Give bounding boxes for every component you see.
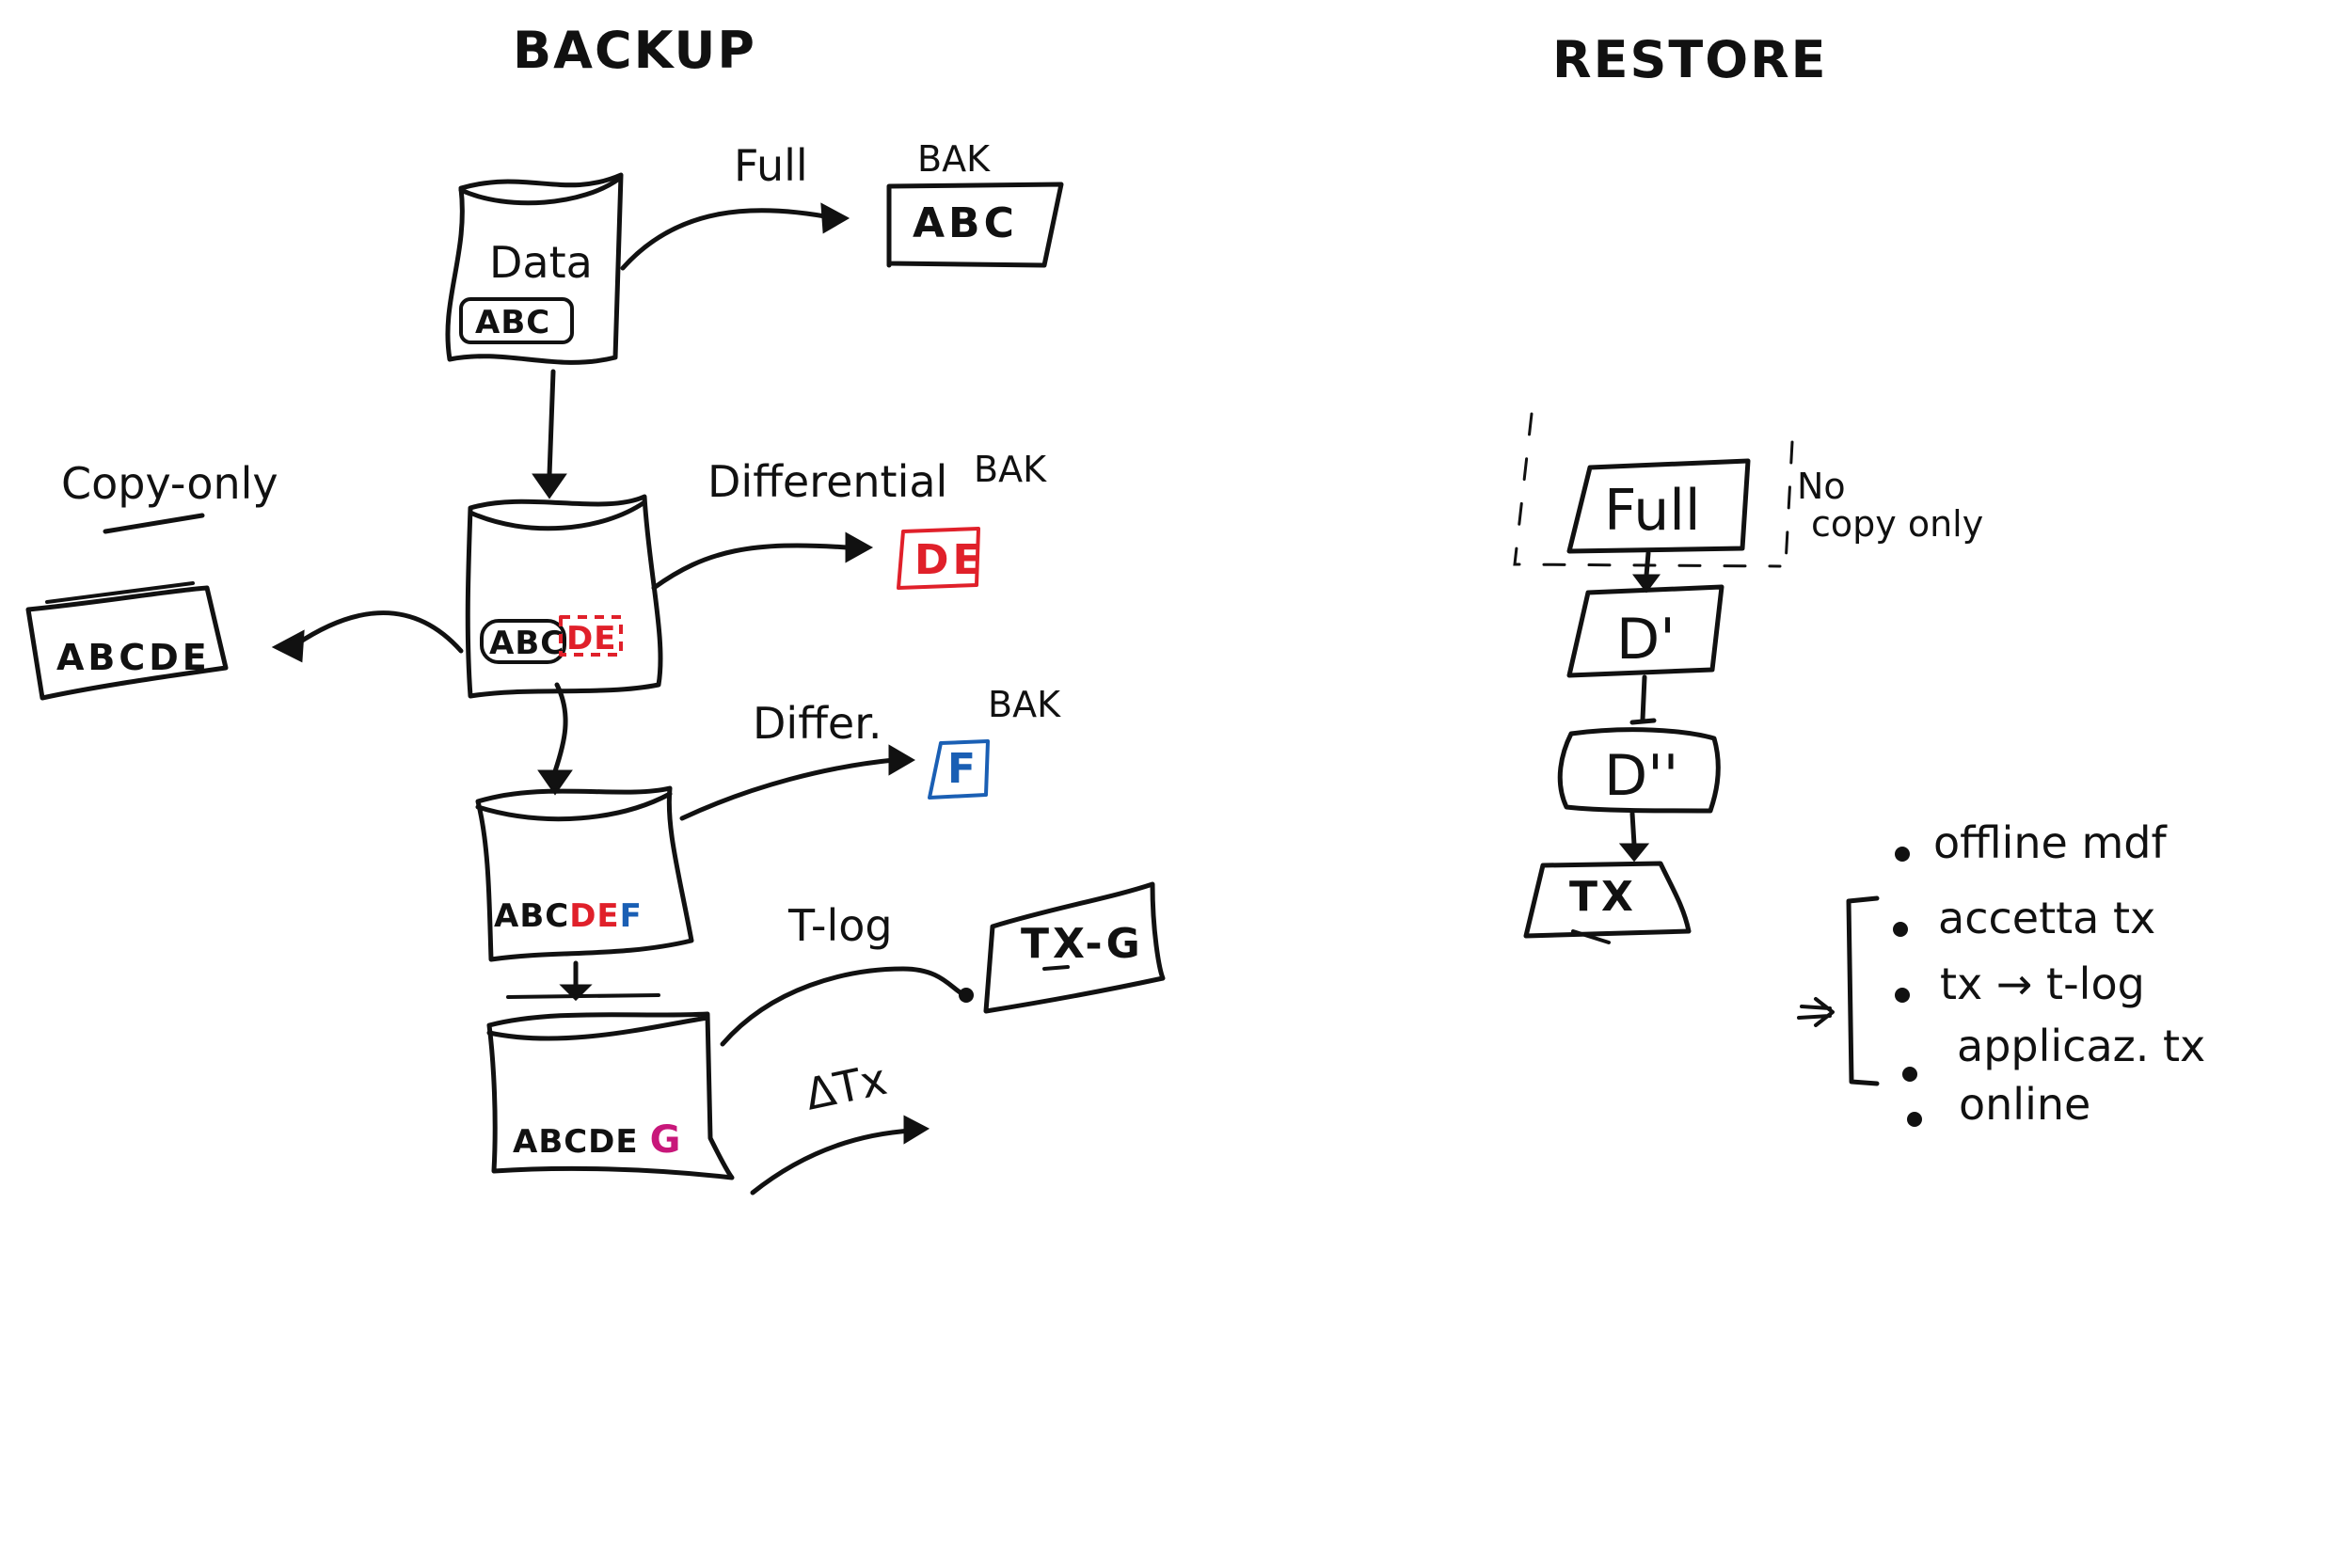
arrow-head	[820, 202, 850, 234]
arrow-head	[537, 769, 573, 796]
restore-full-text: Full	[1604, 478, 1701, 544]
db3-blue: F	[620, 897, 643, 935]
no-copy-only-line-1: No	[1797, 466, 1846, 507]
full-bak-box-text: ABC	[913, 199, 1018, 247]
bullet-icon	[1895, 988, 1910, 1003]
delta-tx-arrow	[750, 1128, 915, 1196]
restore-diff1-box: D'	[1566, 584, 1724, 678]
arrow-head	[903, 1115, 930, 1145]
restore-title: RESTORE	[1552, 30, 1828, 89]
database-3: ABCDEF	[475, 785, 694, 962]
restore-full-region	[1513, 412, 1794, 568]
copy-only-box-text: ABCDE	[56, 637, 211, 678]
arrow-head	[1632, 574, 1661, 594]
bak-label-2: BAK	[974, 449, 1047, 490]
restore-steps-list: offline mdf accetta tx tx → t-log applic…	[1797, 817, 2205, 1130]
step-2: accetta tx	[1938, 893, 2155, 943]
bak-label-3: BAK	[988, 684, 1061, 725]
database-4: ABCDE G	[486, 993, 735, 1180]
db2-content-red: DE	[566, 620, 616, 657]
copy-only-underline	[103, 513, 205, 534]
restore-tx-box: TX	[1523, 861, 1692, 944]
db4-content: ABCDE G	[513, 1118, 681, 1162]
bullet-icon	[1893, 922, 1908, 937]
arrow-head	[532, 473, 567, 499]
arrow-head	[1618, 843, 1650, 863]
db3-black: ABC	[494, 897, 569, 935]
arrow-head	[845, 531, 874, 563]
arrow-head	[888, 744, 915, 776]
restore-arrow-2	[1640, 674, 1647, 722]
tlog-label: T-log	[787, 900, 893, 951]
bullet-icon	[1907, 1112, 1922, 1127]
bullet-icon	[1902, 1067, 1917, 1082]
database-data: Data ABC	[445, 172, 624, 365]
tlog-box-text: TX-G	[1021, 920, 1144, 968]
restore-arrow-3	[1629, 811, 1637, 847]
differential-box-1: DE	[897, 527, 985, 590]
copy-only-box: ABCDE	[25, 581, 229, 701]
db3-content: ABCDEF	[494, 897, 643, 935]
down-arrow-2	[552, 682, 568, 774]
restore-tx-text: TX	[1569, 873, 1637, 921]
tlog-box: TX-G	[983, 881, 1166, 1014]
down-arrow-1	[547, 369, 556, 478]
bak-label-1: BAK	[917, 138, 991, 180]
differential-arrow	[651, 543, 850, 591]
data-label: Data	[489, 237, 593, 288]
arrow-head	[271, 629, 305, 663]
differential-label: Differential	[707, 456, 947, 507]
restore-arrow-1	[1644, 550, 1651, 578]
restore-diff2-text: D''	[1604, 743, 1678, 809]
differential-box-2: F	[928, 739, 990, 800]
db1-content: ABC	[475, 304, 550, 341]
full-bak-box: ABC	[886, 182, 1064, 268]
copy-only-label: Copy-only	[61, 458, 278, 509]
implies-icon	[1797, 997, 1835, 1027]
diff-box-1-text: DE	[914, 536, 985, 584]
step-1: offline mdf	[1933, 817, 2168, 868]
tlog-arrow	[720, 966, 967, 1047]
steps-bracket	[1846, 895, 1880, 1086]
restore-full-box: Full	[1566, 458, 1751, 554]
step-4: applicaz. tx	[1957, 1021, 2205, 1071]
delta-tx-label: ΔTx	[801, 1053, 891, 1120]
differ-label: Differ.	[753, 698, 882, 749]
differ-arrow	[679, 757, 897, 821]
restore-diff1-text: D'	[1616, 607, 1676, 673]
full-label: Full	[734, 140, 808, 191]
db3-red: DE	[569, 897, 619, 935]
step-3: tx → t-log	[1940, 958, 2145, 1009]
step-5: online	[1959, 1079, 2090, 1130]
no-copy-only-line-2: copy only	[1811, 503, 1983, 545]
restore-arrow-2-tick	[1629, 718, 1657, 725]
full-backup-arrow	[620, 208, 838, 271]
db2-content-black: ABC	[489, 625, 564, 662]
copy-only-arrow	[294, 610, 464, 654]
bullet-icon	[1895, 847, 1910, 862]
db4-magenta: G	[650, 1118, 682, 1162]
database-2: ABC DE	[465, 494, 663, 699]
arrow-head	[559, 984, 593, 1002]
restore-diff2-box: D''	[1557, 727, 1721, 814]
db4-black: ABCDE	[513, 1123, 639, 1161]
backup-title: BACKUP	[513, 21, 756, 80]
arrow-head	[959, 988, 974, 1003]
diff-box-2-text: F	[947, 745, 979, 793]
